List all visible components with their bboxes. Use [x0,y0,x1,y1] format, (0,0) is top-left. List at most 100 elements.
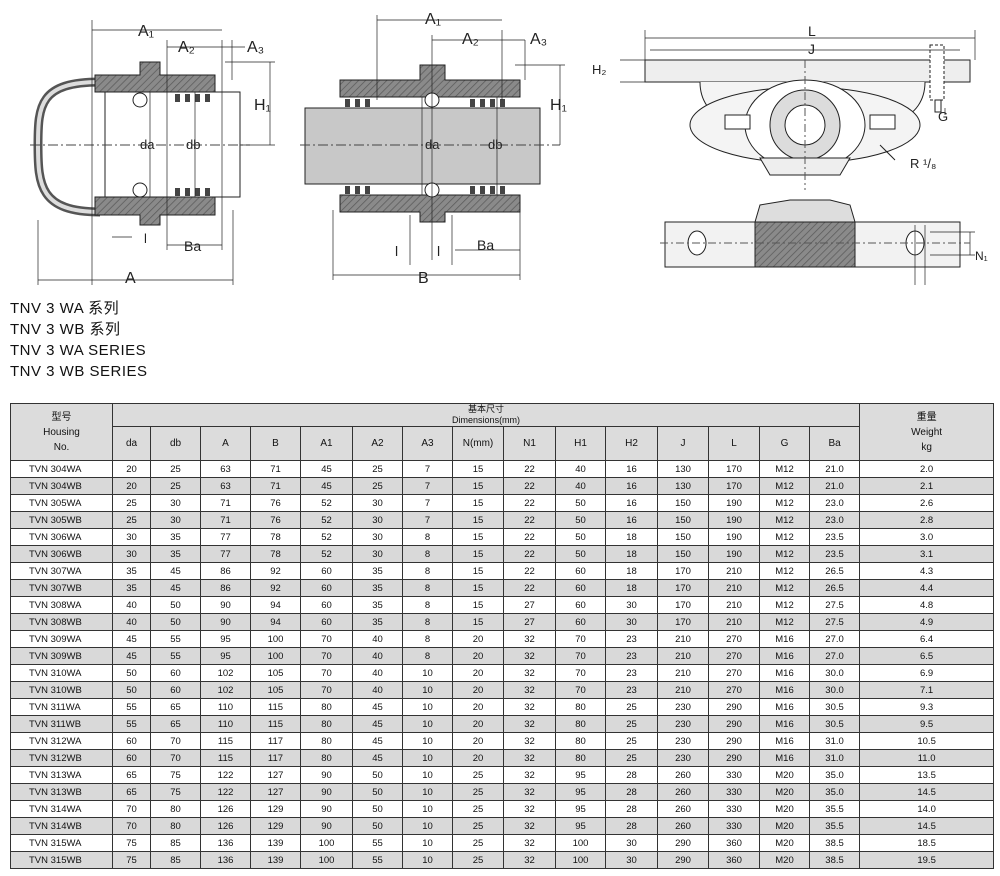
table-cell: 50 [555,494,606,512]
label-l: l [144,231,147,246]
table-cell: M12 [759,596,810,614]
table-cell: 21.0 [808,477,861,495]
table-cell: 25 [605,698,658,716]
table-cell: 100 [250,647,301,665]
table-cell: 35 [112,562,151,580]
table-cell: 8 [402,630,453,648]
table-cell: 60 [112,732,151,750]
table-cell: 32 [503,851,556,869]
table-cell: 60 [300,579,353,597]
label-l-dim: L [808,23,816,39]
table-cell: 10 [402,698,453,716]
housing-model-cell: TVN 312WB [10,749,113,767]
table-cell: 15 [452,545,504,563]
table-cell: 100 [300,851,353,869]
label-h1: H₁ [254,97,271,114]
table-cell: 27 [503,596,556,614]
table-cell: 20 [112,477,151,495]
table-cell: 45 [352,698,403,716]
housing-model-cell: TVN 308WA [10,596,113,614]
table-cell: 35.5 [808,800,861,818]
table-cell: 25 [605,715,658,733]
table-cell: 290 [708,698,760,716]
series-titles: TNV 3 WA 系列 TNV 3 WB 系列 TNV 3 WA SERIES … [10,298,148,382]
table-cell: 210 [657,664,709,682]
table-cell: 90 [300,800,353,818]
housing-model-cell: TVN 305WB [10,511,113,529]
table-cell: 52 [300,528,353,546]
table-cell: 230 [657,732,709,750]
housing-model-cell: TVN 310WB [10,681,113,699]
table-cell: 70 [150,749,201,767]
table-cell: 77 [200,545,251,563]
housing-model-cell: TVN 304WB [10,477,113,495]
table-cell: 110 [200,715,251,733]
table-cell: 50 [112,681,151,699]
table-cell: 100 [300,834,353,852]
table-cell: 35 [352,579,403,597]
table-cell: 60 [300,596,353,614]
table-cell: 65 [150,715,201,733]
table-cell: 45 [300,477,353,495]
table-cell: 230 [657,749,709,767]
label-j-dim: J [808,41,815,57]
table-cell: 35 [352,562,403,580]
table-cell: 45 [352,749,403,767]
table-cell: 10 [402,817,453,835]
column-header: B [250,426,301,461]
table-cell: 70 [300,681,353,699]
table-cell: M20 [759,783,810,801]
table-cell: 290 [708,715,760,733]
table-cell: 40 [555,477,606,495]
table-cell: 70 [112,817,151,835]
column-header: da [112,426,151,461]
table-cell: 127 [250,783,301,801]
table-cell: 80 [555,698,606,716]
housing-model-cell: TVN 306WA [10,528,113,546]
table-cell: 170 [657,562,709,580]
table-cell: 290 [657,834,709,852]
column-header: A [200,426,251,461]
table-cell: 10.5 [859,732,995,750]
table-cell: 25 [112,494,151,512]
table-cell: 60 [300,562,353,580]
table-cell: 102 [200,664,251,682]
table-cell: 71 [250,460,301,478]
table-cell: 25 [352,460,403,478]
table-cell: 70 [300,664,353,682]
table-cell: 22 [503,477,556,495]
table-cell: 6.5 [859,647,995,665]
table-cell: M16 [759,647,810,665]
table-cell: 23 [605,630,658,648]
table-cell: 6.9 [859,664,995,682]
table-cell: 20 [452,647,504,665]
table-cell: M20 [759,834,810,852]
table-cell: 86 [200,562,251,580]
table-cell: 18 [605,579,658,597]
table-cell: 35.0 [808,783,861,801]
table-cell: 85 [150,851,201,869]
table-cell: 86 [200,579,251,597]
table-cell: 90 [200,596,251,614]
label-a2: A₂ [178,39,195,56]
table-cell: M12 [759,511,810,529]
table-cell: 80 [300,732,353,750]
housing-model-cell: TVN 315WB [10,851,113,869]
table-cell: 38.5 [808,834,861,852]
table-header: 型号 Housing No. 基本尺寸 Dimensions(mm) 重量 We… [10,403,995,461]
table-cell: 30.5 [808,698,861,716]
table-cell: 30 [605,851,658,869]
table-cell: 80 [300,715,353,733]
table-cell: 30.5 [808,715,861,733]
table-cell: 230 [657,715,709,733]
table-cell: 90 [300,766,353,784]
table-cell: 32 [503,732,556,750]
